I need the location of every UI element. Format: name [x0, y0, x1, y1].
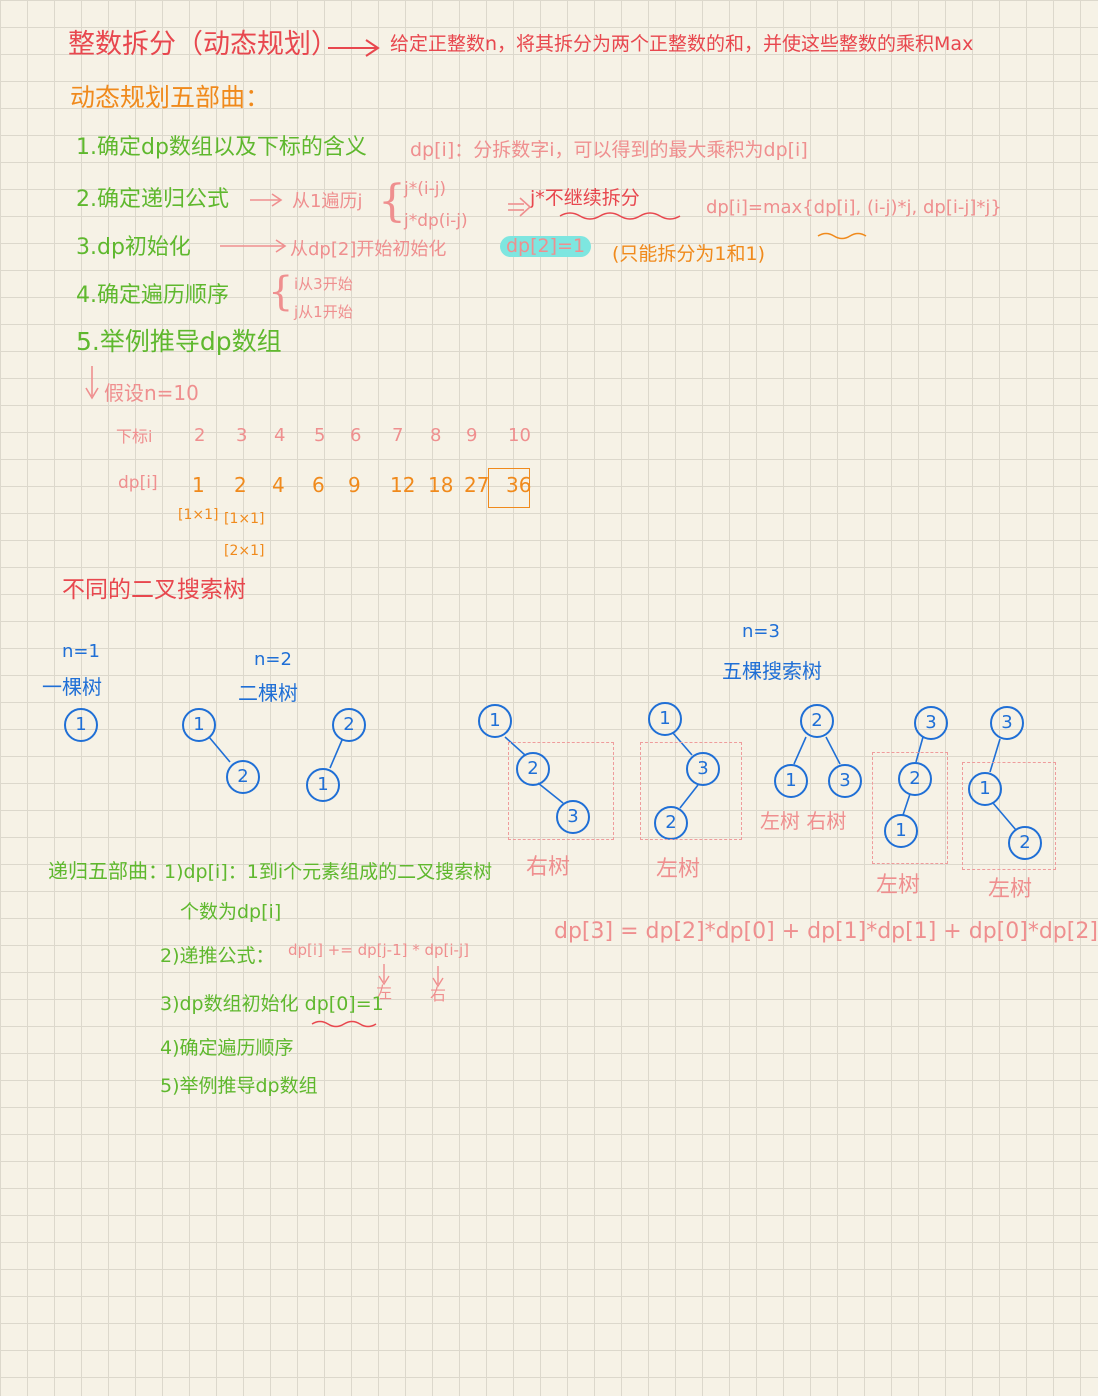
step-2: 2.确定递归公式: [76, 187, 229, 212]
recursion-step-1: 1)dp[i]：1到i个元素组成的二叉搜索树: [164, 861, 493, 883]
recursion-left-label: 左: [376, 983, 393, 1002]
dp-value-cell: 2: [234, 473, 247, 497]
init-value: dp[2]=1: [500, 236, 592, 257]
dp-value-cell: 36: [506, 473, 532, 497]
tree-n2b-node-1: 1: [306, 768, 340, 802]
init-text: 从dp[2]开始初始化: [290, 239, 447, 260]
step-4: 4.确定遍历顺序: [76, 283, 229, 308]
tree-n3e-node-1: 1: [968, 772, 1002, 806]
label-left-tree-2: 左树: [876, 873, 921, 898]
tree-n3d-node-3: 3: [914, 706, 948, 740]
label-left-tree-3: 左树: [988, 877, 1033, 902]
index-cell: 4: [274, 425, 286, 446]
recursion-step-3: 3)dp数组初始化 dp[0]=1: [160, 993, 384, 1015]
bst-formula: dp[3] = dp[2]*dp[0] + dp[1]*dp[1] + dp[0…: [554, 919, 1098, 944]
tree-n3d-node-1: 1: [884, 814, 918, 848]
note-1x1-b: [1×1]: [224, 511, 265, 527]
order-i: i从3开始: [294, 275, 353, 293]
tree-n3a-node-3: 3: [556, 800, 590, 834]
tree-n3c-node-3: 3: [828, 764, 862, 798]
tree-n3e-node-2: 2: [1008, 826, 1042, 860]
tree-n3a-node-1: 1: [478, 704, 512, 738]
n2-count: 二棵树: [238, 681, 298, 705]
dp-value-cell: 18: [428, 473, 454, 497]
note-2x1: [2×1]: [224, 543, 265, 559]
recursion-step-1b: 个数为dp[i]: [180, 901, 282, 923]
five-steps-heading: 动态规划五部曲：: [70, 83, 271, 112]
recurrence-note: j*不继续拆分: [530, 187, 640, 209]
assume-n: 假设n=10: [104, 381, 199, 405]
note-1x1-a: [1×1]: [178, 507, 219, 523]
n3-count: 五棵搜索树: [722, 659, 822, 683]
tree-n2a-node-2: 2: [226, 760, 260, 794]
subtree-box-2: [640, 742, 742, 840]
answer-box: [488, 468, 530, 508]
recurrence-from: 从1遍历j: [292, 191, 363, 212]
dp-value-cell: 12: [390, 473, 416, 497]
index-label: 下标i: [116, 427, 153, 446]
step-5: 5.举例推导dp数组: [76, 327, 282, 356]
recursion-step-5: 5)举例推导dp数组: [160, 1075, 318, 1097]
dp-label: dp[i]: [118, 473, 158, 493]
recurrence-b: j*dp(i-j): [404, 211, 468, 231]
index-cell: 10: [508, 425, 531, 446]
order-j: j从1开始: [294, 303, 353, 321]
index-cell: 7: [392, 425, 404, 446]
recursion-heading: 递归五部曲：: [48, 859, 168, 883]
recursion-right-label: 右: [430, 985, 447, 1004]
recurrence-brace: {: [378, 176, 406, 227]
tree-n2a-node-1: 1: [182, 708, 216, 742]
label-left-tree-1: 左树: [656, 857, 701, 882]
index-cell: 9: [466, 425, 478, 446]
index-cell: 6: [350, 425, 362, 446]
dp-meaning: dp[i]：分拆数字i，可以得到的最大乘积为dp[i]: [410, 139, 808, 161]
tree-n3c-node-2: 2: [800, 704, 834, 738]
dp-value-cell: 1: [192, 473, 205, 497]
label-right-tree: 右树: [526, 855, 571, 880]
dp-value-cell: 27: [464, 473, 490, 497]
n3-label: n=3: [742, 621, 780, 642]
step-1: 1.确定dp数组以及下标的含义: [76, 135, 367, 160]
order-brace: {: [268, 269, 294, 315]
dp-value-cell: 6: [312, 473, 325, 497]
subtree-box-1: [508, 742, 614, 840]
tree-n1-node-1: 1: [64, 708, 98, 742]
tree-n3b-node-1: 1: [648, 702, 682, 736]
subtree-box-4: [962, 762, 1056, 870]
recursion-step-4: 4)确定遍历顺序: [160, 1037, 294, 1059]
label-left-right: 左树 右树: [760, 809, 847, 833]
index-cell: 3: [236, 425, 248, 446]
subtree-box-3: [872, 752, 948, 864]
problem-description: 给定正整数n，将其拆分为两个正整数的和，并使这些整数的乘积Max: [390, 33, 974, 55]
tree-n3b-node-3: 3: [686, 752, 720, 786]
tree-n3e-node-3: 3: [990, 706, 1024, 740]
tree-n3c-node-1: 1: [774, 764, 808, 798]
dp-value-cell: 4: [272, 473, 285, 497]
index-cell: 8: [430, 425, 442, 446]
recurrence-formula: dp[i]=max{dp[i], (i-j)*j, dp[i-j]*j}: [706, 197, 1002, 218]
recursion-step-2-formula: dp[i] += dp[j-1] * dp[i-j]: [288, 941, 469, 959]
tree-n3a-node-2: 2: [516, 752, 550, 786]
n1-label: n=1: [62, 641, 100, 662]
tree-n2b-node-2: 2: [332, 708, 366, 742]
recursion-step-2: 2)递推公式：: [160, 945, 275, 967]
init-note: (只能拆分为1和1): [612, 243, 766, 265]
tree-n3d-node-2: 2: [898, 762, 932, 796]
recurrence-a: j*(i-j): [404, 179, 447, 199]
step-3: 3.dp初始化: [76, 235, 191, 260]
bst-heading: 不同的二叉搜索树: [62, 577, 246, 603]
n1-count: 一棵树: [42, 675, 102, 699]
page-title: 整数拆分（动态规划）: [68, 29, 338, 60]
index-cell: 5: [314, 425, 326, 446]
index-cell: 2: [194, 425, 206, 446]
n2-label: n=2: [254, 649, 292, 670]
dp-value-cell: 9: [348, 473, 361, 497]
